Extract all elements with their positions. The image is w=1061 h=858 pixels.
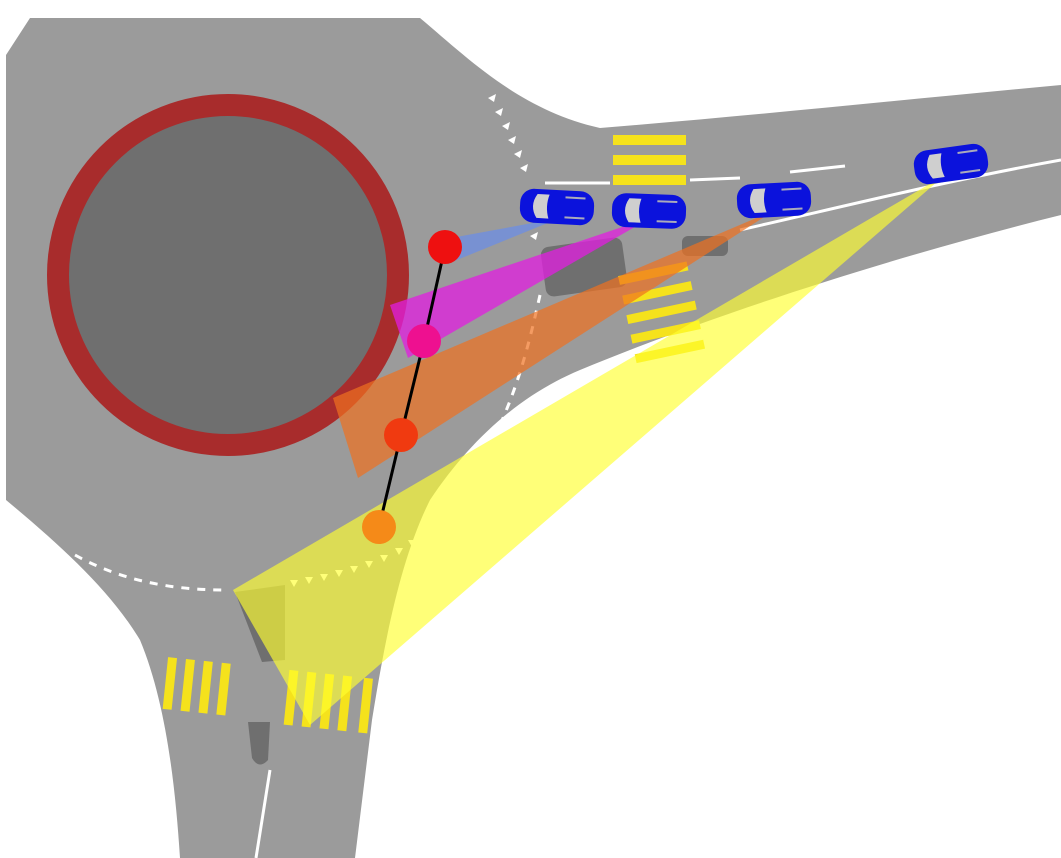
sensor-cone-orange: [333, 210, 775, 478]
point-orangered: [384, 418, 418, 452]
car-1: [519, 188, 595, 226]
car-4: [913, 143, 989, 185]
car-3: [736, 181, 812, 219]
sensor-cone-yellow: [233, 175, 945, 725]
point-orange: [362, 510, 396, 544]
central-island: [47, 94, 409, 456]
sensor-cone-magenta: [390, 217, 652, 358]
sensor-cone-blue: [440, 218, 560, 262]
car-2: [611, 193, 687, 229]
point-red: [428, 230, 462, 264]
trajectory-line: [377, 246, 447, 528]
point-magenta: [407, 324, 441, 358]
cars: [519, 143, 989, 229]
